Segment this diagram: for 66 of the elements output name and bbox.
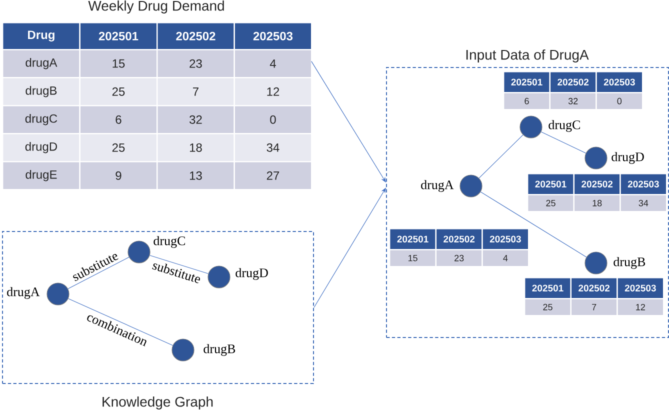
table-cell: 12 bbox=[616, 298, 664, 316]
header-cell: 202502 bbox=[156, 22, 235, 50]
table-cell: 25 bbox=[527, 194, 575, 212]
connector-line bbox=[540, 132, 586, 154]
table-cell: 25 bbox=[79, 77, 158, 106]
table-cell: 13 bbox=[156, 161, 235, 190]
table-cell: 7 bbox=[570, 298, 618, 316]
table-cell: 27 bbox=[234, 161, 312, 190]
connector-line bbox=[150, 255, 209, 274]
table-cell: 6 bbox=[503, 92, 551, 110]
table-cell: 0 bbox=[234, 105, 312, 134]
table-cell: 12 bbox=[234, 77, 312, 106]
node-label: drugC bbox=[154, 236, 185, 248]
header-cell: 202501 bbox=[527, 173, 575, 196]
table-cell: drugB bbox=[2, 77, 80, 106]
header-cell: 202501 bbox=[524, 277, 572, 300]
table-cell: 4 bbox=[482, 249, 530, 268]
header-cell: 202502 bbox=[570, 277, 618, 300]
table-cell: drugA bbox=[2, 49, 80, 78]
header-cell: 202502 bbox=[435, 228, 483, 250]
header-cell: 202503 bbox=[620, 173, 668, 196]
node-label: drugD bbox=[236, 268, 268, 280]
edge-label: substitute bbox=[152, 263, 200, 284]
table-cell: drugE bbox=[2, 161, 80, 190]
table-cell: 32 bbox=[156, 105, 235, 134]
header-cell: 202503 bbox=[234, 22, 312, 50]
header-cell: 202503 bbox=[482, 228, 530, 250]
table-cell: 4 bbox=[234, 49, 312, 78]
table-cell: drugD bbox=[2, 133, 80, 162]
node-label: drugD bbox=[612, 152, 644, 164]
table-cell: 15 bbox=[79, 49, 158, 78]
panel-title: Input Data of DrugA bbox=[466, 49, 589, 62]
connector-line bbox=[68, 256, 130, 290]
table-cell: 23 bbox=[435, 249, 483, 268]
table-cell: 0 bbox=[596, 92, 644, 110]
panel-title: Knowledge Graph bbox=[102, 396, 213, 410]
node-label: drugA bbox=[421, 180, 454, 192]
table-cell: drugC bbox=[2, 105, 80, 134]
table-cell: 18 bbox=[573, 194, 621, 212]
connector-line bbox=[478, 134, 524, 178]
header-cell: 202503 bbox=[596, 71, 644, 94]
header-cell: 202501 bbox=[503, 71, 551, 94]
table-cell: 6 bbox=[79, 105, 158, 134]
table-cell: 25 bbox=[524, 298, 572, 316]
header-cell: 202502 bbox=[549, 71, 597, 94]
table-cell: 18 bbox=[156, 133, 235, 162]
node-label: drugB bbox=[614, 257, 646, 269]
table-cell: 15 bbox=[389, 249, 437, 268]
header-cell: 202502 bbox=[573, 173, 621, 196]
table-cell: 34 bbox=[620, 194, 668, 212]
table-cell: 23 bbox=[156, 49, 235, 78]
table-cell: 34 bbox=[234, 133, 312, 162]
header-cell: 202503 bbox=[616, 277, 664, 300]
node-label: drugA bbox=[7, 287, 40, 299]
table-title: Weekly Drug Demand bbox=[88, 0, 224, 14]
node-label: drugB bbox=[204, 344, 236, 356]
header-cell: Drug bbox=[2, 22, 80, 50]
table-cell: 25 bbox=[79, 133, 158, 162]
connector-line bbox=[68, 298, 173, 346]
header-cell: 202501 bbox=[79, 22, 158, 50]
table-cell: 9 bbox=[79, 161, 158, 190]
node-label: drugC bbox=[548, 120, 580, 132]
connector-line bbox=[480, 192, 587, 258]
header-cell: 202501 bbox=[389, 228, 437, 250]
table-cell: 7 bbox=[156, 77, 235, 106]
table-cell: 32 bbox=[549, 92, 597, 110]
